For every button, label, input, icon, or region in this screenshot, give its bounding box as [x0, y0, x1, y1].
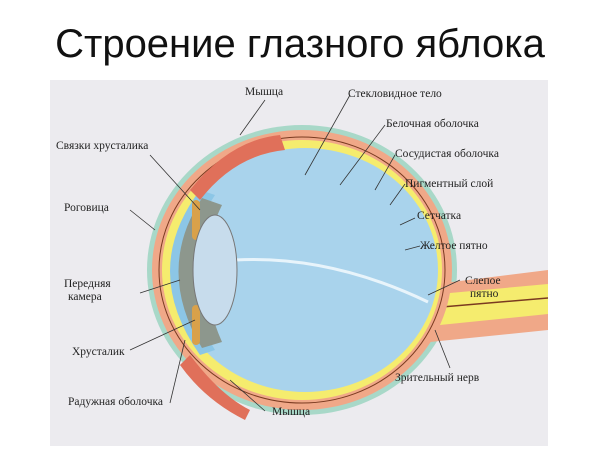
- label-iris: Радужная оболочка: [68, 396, 164, 408]
- label-macula: Желтое пятно: [420, 240, 488, 252]
- label-muscle-top: Мышца: [245, 86, 284, 98]
- label-optic-nerve: Зрительный нерв: [395, 372, 480, 384]
- label-blind-spot-line2: пятно: [470, 288, 499, 300]
- eye-diagram: Мышца Стекловидное тело Белочная оболочк…: [50, 80, 548, 446]
- label-blind-spot-line1: Слепое: [465, 275, 501, 287]
- label-vitreous-body: Стекловидное тело: [348, 88, 442, 100]
- label-retina: Сетчатка: [417, 210, 462, 222]
- label-cornea: Роговица: [64, 202, 109, 214]
- label-anterior-chamber-line2: камера: [68, 291, 102, 303]
- label-choroid: Сосудистая оболочка: [395, 148, 499, 160]
- label-lens-ligaments: Связки хрусталика: [56, 140, 149, 152]
- label-sclera: Белочная оболочка: [386, 118, 479, 130]
- label-anterior-chamber-line1: Передняя: [64, 278, 111, 290]
- label-lens: Хрусталик: [72, 346, 125, 358]
- label-muscle-bottom: Мышца: [272, 406, 311, 418]
- page-title: Строение глазного яблока: [55, 22, 545, 66]
- label-pigment-layer: Пигментный слой: [405, 178, 494, 190]
- eyeball-illustration: [129, 94, 548, 420]
